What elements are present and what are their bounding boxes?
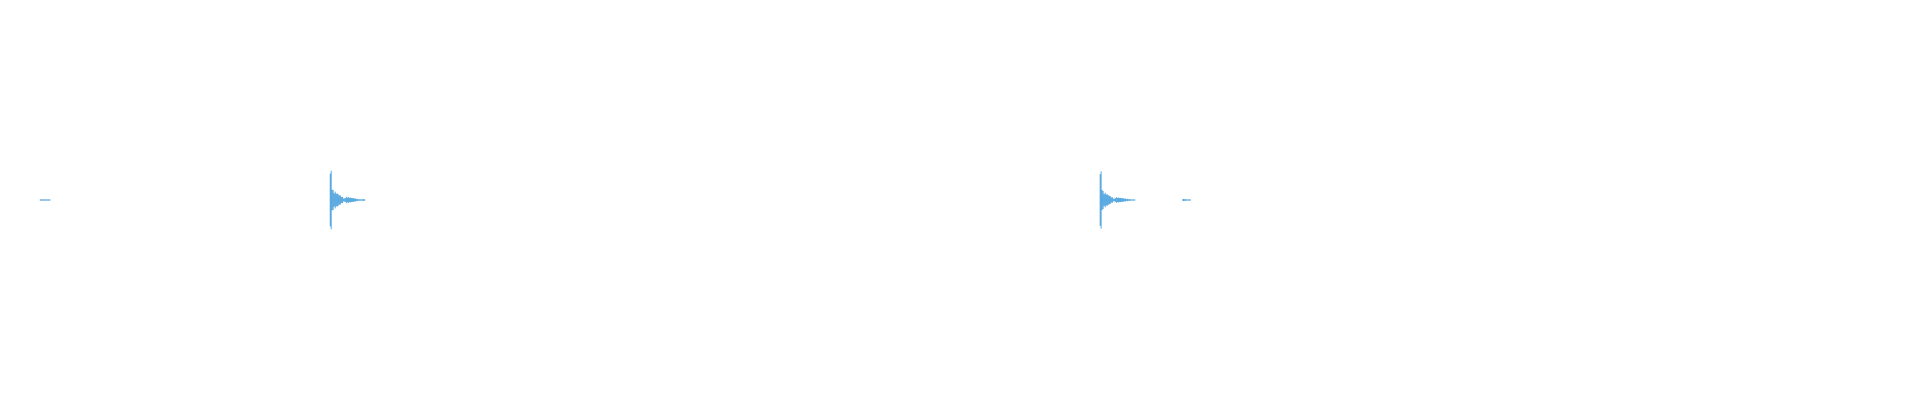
waveform-segments (39, 170, 1191, 230)
